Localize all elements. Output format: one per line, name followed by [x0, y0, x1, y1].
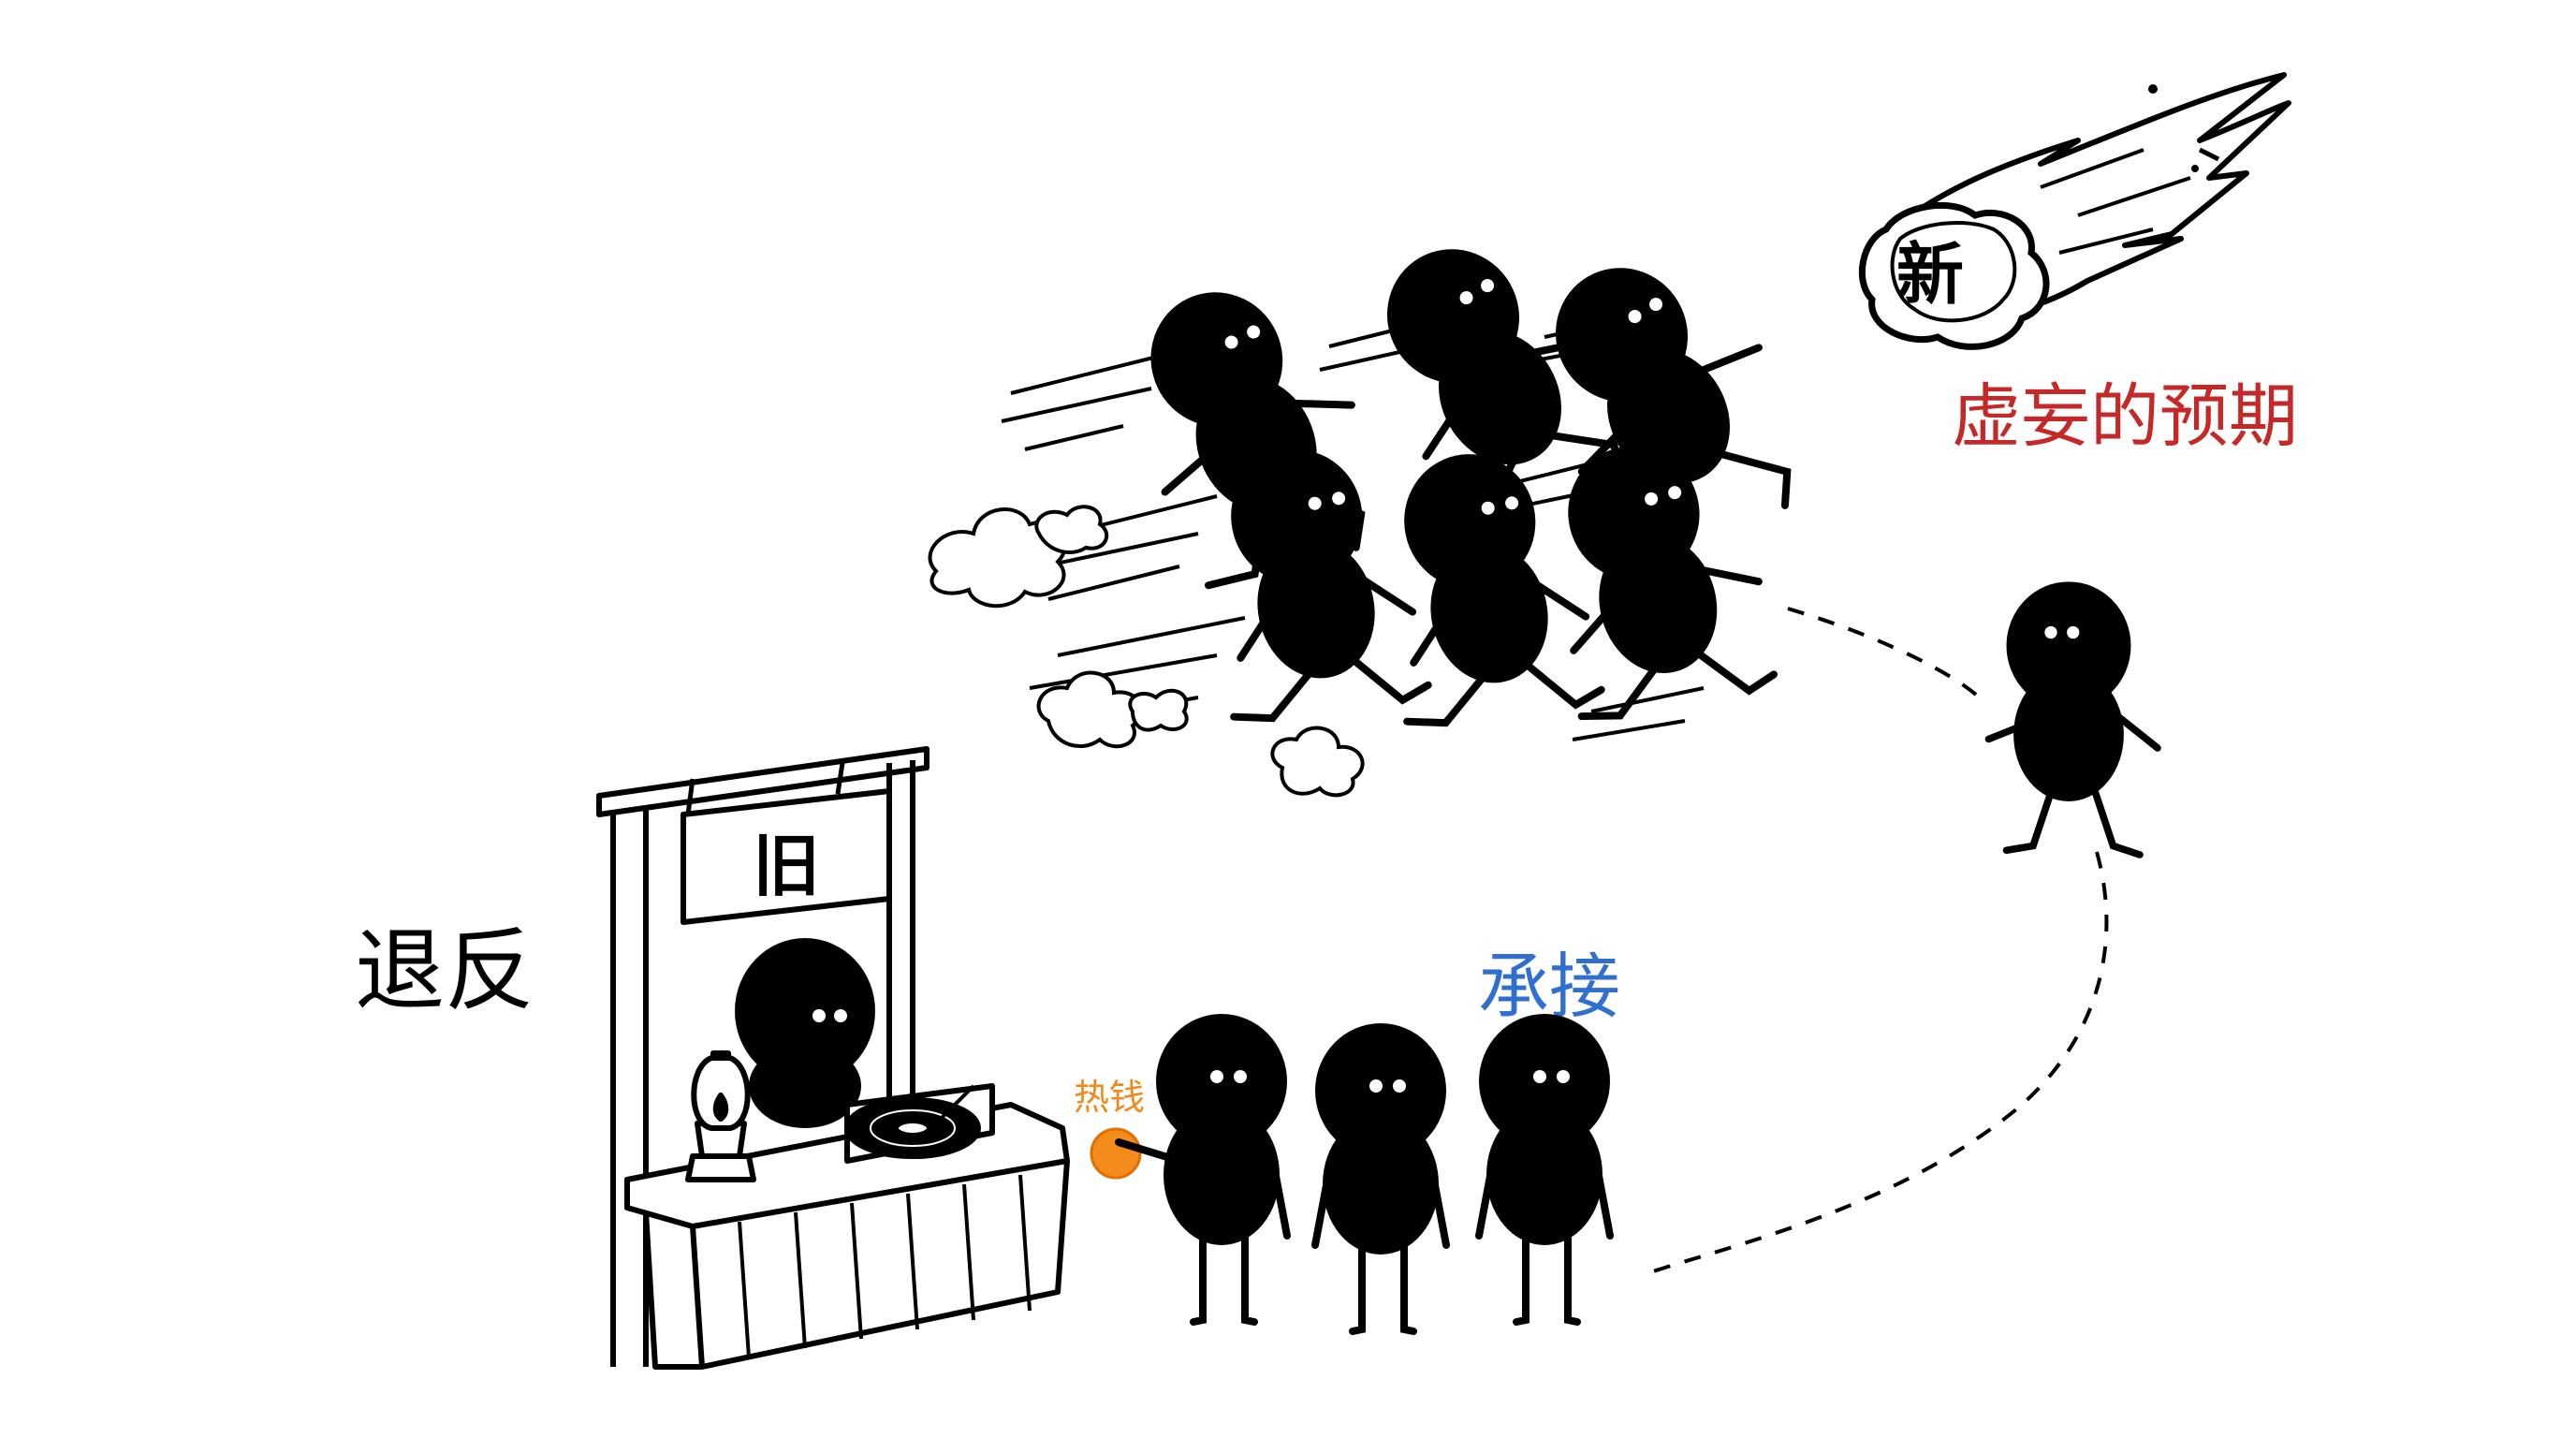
vendor-figure — [735, 938, 875, 1128]
receiver-figure — [1115, 1014, 1291, 1326]
runner-figure — [1391, 442, 1605, 727]
dashed-trajectory — [1647, 607, 2109, 1275]
false-expectation-label: 虚妄的预期 — [1952, 376, 2298, 457]
runner-figure — [1553, 431, 1778, 721]
old-booth: 旧 — [596, 746, 1070, 1370]
hot-money-coin — [1090, 1127, 1142, 1180]
running-crowd — [1128, 225, 1792, 727]
lone-runner — [1984, 581, 2161, 858]
hot-money-label: 热钱 — [1074, 1077, 1145, 1118]
booth-sign-old: 旧 — [753, 827, 820, 905]
runner-figure — [1218, 437, 1432, 723]
oil-lamp-icon — [685, 1050, 756, 1182]
runner-figure — [1128, 271, 1366, 590]
receiver-figure — [1311, 1023, 1450, 1335]
runner-figure — [1530, 243, 1792, 553]
dust-clouds — [928, 505, 1365, 798]
receiver-figures — [1115, 1014, 1614, 1335]
reversal-label: 退反 — [355, 918, 534, 1023]
meteor-new: 新 — [1858, 72, 2291, 350]
take-over-label: 承接 — [1478, 945, 1620, 1028]
vinyl-record-icon — [844, 1083, 995, 1164]
receiver-figure — [1475, 1014, 1614, 1326]
meteor-label-new: 新 — [1896, 235, 1964, 314]
